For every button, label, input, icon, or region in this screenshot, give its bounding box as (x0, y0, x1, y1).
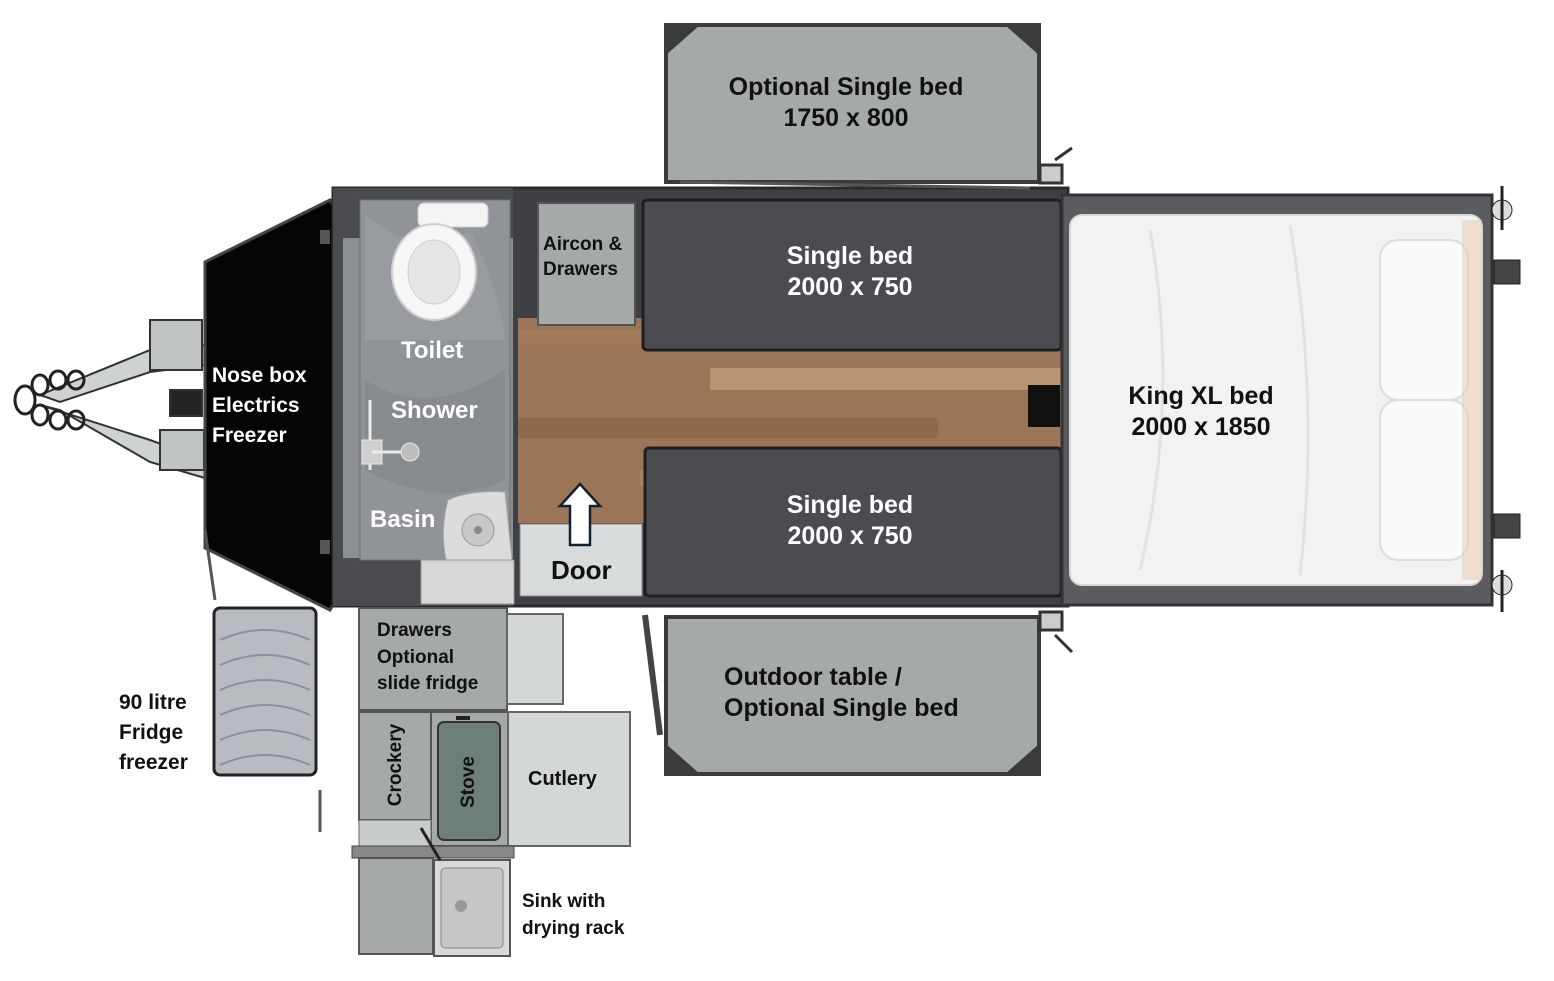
strut-bottom (1038, 610, 1074, 654)
label-crockery: Crockery (385, 723, 406, 807)
aircon-drawers-cabinet (537, 202, 636, 326)
safety-chain (13, 369, 86, 431)
label-toilet: Toilet (401, 337, 464, 364)
crockery-cabinet (358, 711, 432, 821)
label-outdoor-table: Outdoor table / Optional Single bed (724, 663, 959, 722)
pillows (1379, 239, 1469, 561)
label-basin: Basin (370, 506, 436, 533)
label-shower: Shower (391, 397, 478, 424)
label-fridge-freezer: 90 litre Fridge freezer (119, 691, 188, 774)
label-door: Door (551, 555, 612, 585)
label-sink: Sink with drying rack (522, 891, 625, 939)
basin-fixture (442, 491, 513, 561)
drawbar (37, 319, 206, 480)
label-aircon-drawers: Aircon & Drawers (543, 234, 623, 281)
label-optional-single-bed-top: Optional Single bed 1750 x 800 (728, 73, 964, 132)
optional-single-bed-top (664, 23, 1041, 184)
fridge-texture (219, 629, 311, 766)
shower-fixture (361, 400, 420, 470)
outdoor-table (664, 615, 1041, 776)
label-king-bed: King XL bed 2000 x 1850 (1128, 382, 1274, 441)
drawers-slide-fridge (358, 607, 508, 711)
label-cutlery: Cutlery (528, 768, 597, 790)
cutlery-drawer (507, 711, 631, 847)
fridge-freezer-unit (212, 606, 318, 777)
label-nose-box: Nose box Electrics Freezer (212, 364, 307, 447)
stove-unit (437, 721, 501, 841)
label-single-bed-upper: Single bed 2000 x 750 (786, 242, 914, 301)
toilet-fixture (391, 202, 489, 321)
label-drawers-fridge: Drawers Optional slide fridge (377, 620, 479, 695)
rear-hardware (1491, 186, 1521, 612)
strut-top (1038, 146, 1073, 185)
label-single-bed-lower: Single bed 2000 x 750 (786, 491, 914, 550)
label-stove: Stove (458, 756, 479, 808)
door-arrow-icon (557, 482, 603, 547)
